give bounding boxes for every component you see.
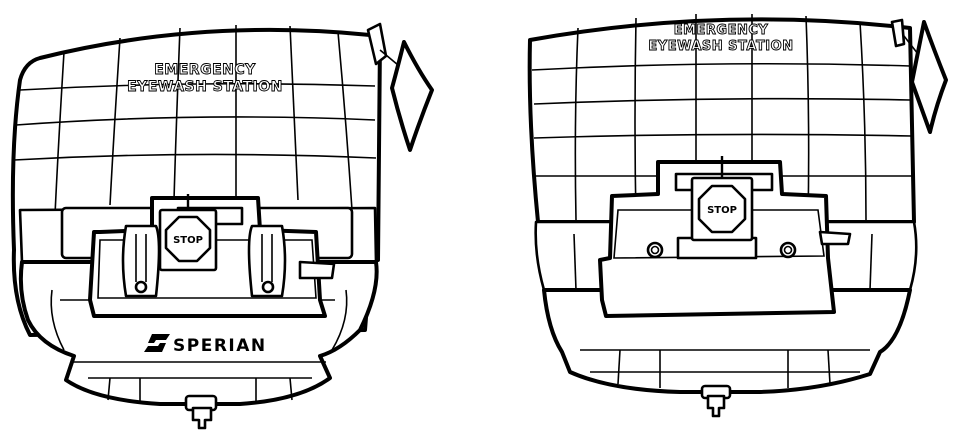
left-stop-octagon-icon [164, 215, 212, 263]
right-base-ribs [617, 349, 831, 388]
right-eyewash-port-left [646, 241, 664, 259]
left-flag [366, 22, 434, 152]
left-base-ribs [107, 377, 293, 402]
left-eyewash-head-right [247, 224, 287, 298]
right-label-line1: EMERGENCY [674, 23, 769, 38]
left-brand-text: SPERIAN [173, 336, 267, 356]
right-cover-shell [527, 17, 916, 224]
right-stop-tag: STOP [690, 156, 754, 242]
right-side-tab [818, 230, 852, 246]
left-eyewash-head-left [121, 224, 161, 298]
left-label-line1: EMERGENCY [154, 62, 256, 78]
left-stop-text: STOP [173, 235, 203, 246]
right-flag [890, 18, 948, 134]
left-brand: SPERIAN [144, 334, 267, 356]
right-stop-octagon-icon [697, 184, 747, 234]
left-eyewash-unit: STOP SPERIAN EMERGENCY EYEWASH STATION [10, 22, 434, 430]
sperian-logo-icon [144, 334, 170, 352]
left-label-line2: EYEWASH STATION [127, 79, 283, 95]
left-drain-nozzle [184, 394, 218, 430]
left-cover-grid [13, 25, 377, 216]
right-label-line2: EYEWASH STATION [648, 39, 793, 54]
right-band-ribs [573, 233, 873, 291]
right-eyewash-unit: STOP EMERGENCY EYEWASH STATION [527, 14, 948, 418]
right-eyewash-port-right [779, 241, 797, 259]
right-drain-nozzle [700, 384, 732, 418]
left-side-tab [298, 260, 336, 280]
left-stop-tag: STOP [158, 194, 218, 272]
right-stop-text: STOP [707, 205, 737, 216]
